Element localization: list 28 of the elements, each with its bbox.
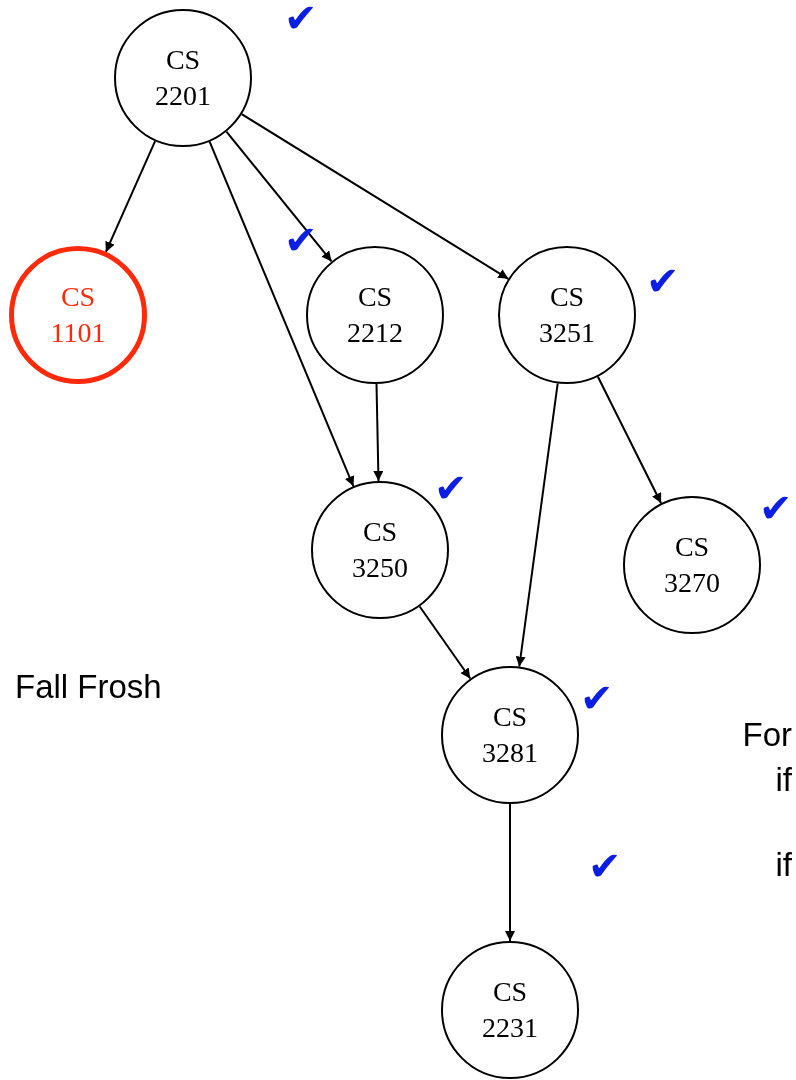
checkmark: ✔	[646, 261, 680, 301]
note-text: Fall Frosh	[15, 670, 162, 703]
arrow	[208, 140, 355, 488]
arrow	[225, 130, 333, 263]
arrow	[505, 803, 515, 942]
course-code: CS 2212	[346, 279, 404, 350]
arrow	[596, 375, 663, 505]
checkmark: ✔	[284, 220, 318, 260]
note-text: if	[775, 848, 792, 881]
checkmark: ✔	[284, 0, 318, 38]
note-text: For	[742, 718, 792, 751]
arrow	[240, 113, 510, 280]
course-code: CS 3270	[663, 529, 721, 600]
course-code: CS 2201	[154, 42, 212, 113]
checkmark: ✔	[759, 488, 793, 528]
arrow	[515, 382, 559, 668]
arrow	[104, 140, 157, 253]
course-code: CS 1101	[49, 279, 107, 350]
arrow	[373, 383, 384, 482]
note-text: if	[775, 763, 792, 796]
course-code: CS 2231	[481, 974, 539, 1045]
checkmark: ✔	[580, 678, 614, 718]
course-code: CS 3281	[481, 699, 539, 770]
checkmark: ✔	[588, 846, 622, 886]
course-code: CS 3250	[351, 514, 409, 585]
checkmark: ✔	[434, 468, 468, 508]
arrow	[418, 605, 472, 680]
course-code: CS 3251	[538, 279, 596, 350]
